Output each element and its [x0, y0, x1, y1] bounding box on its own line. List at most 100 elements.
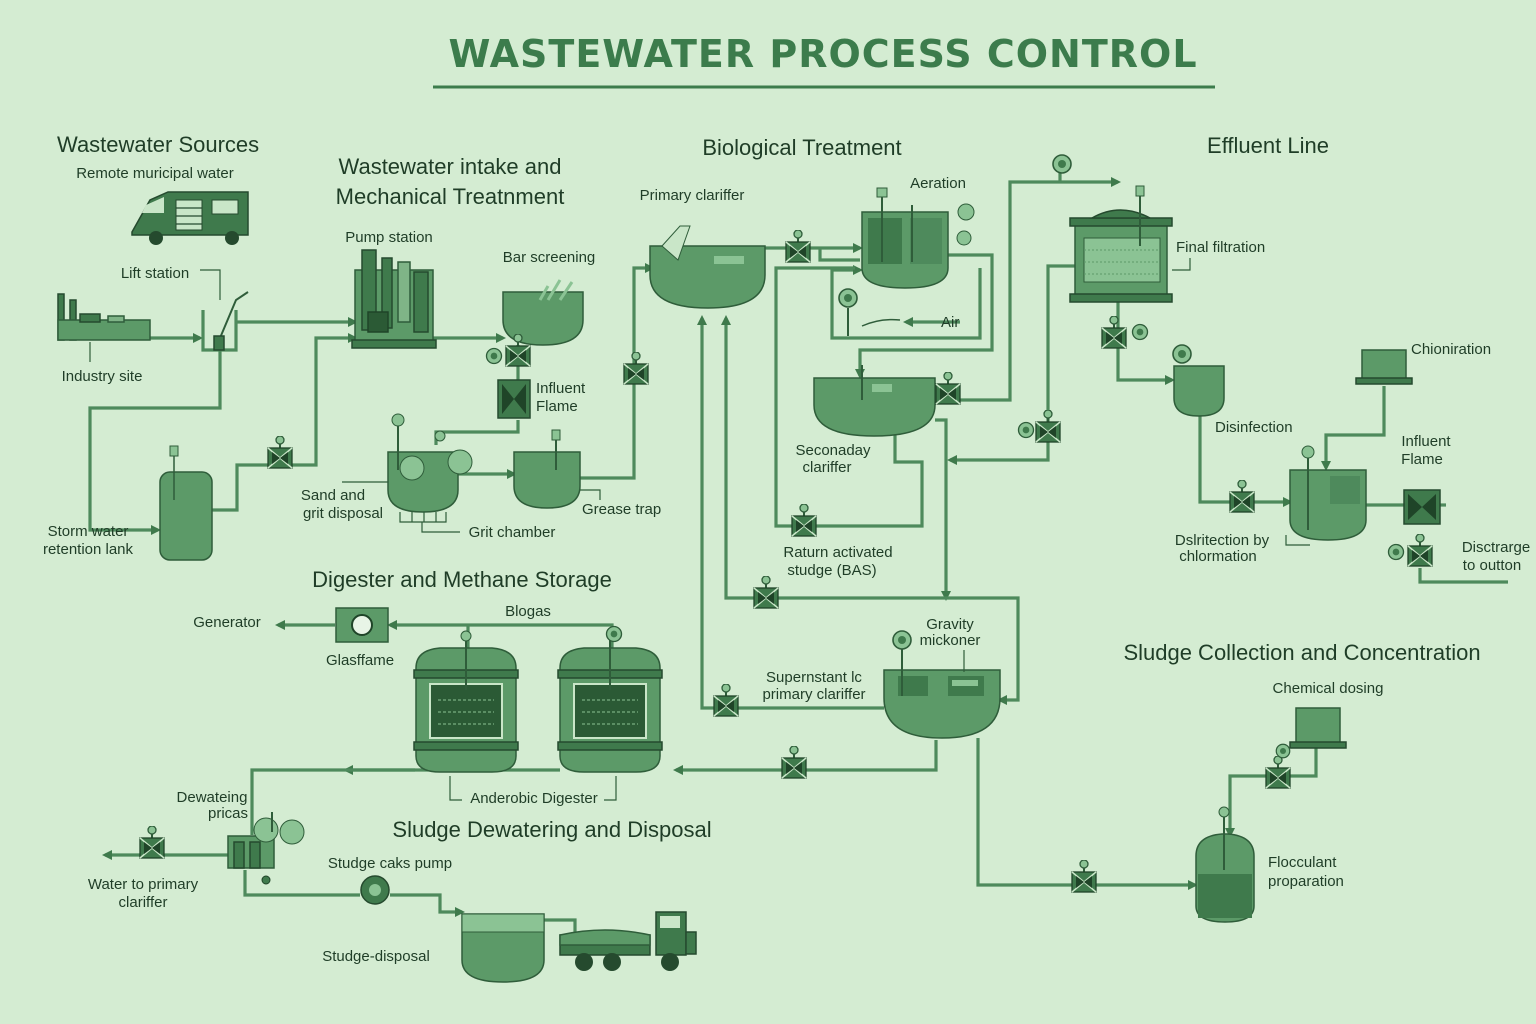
label-supernatant-line1: Supernstant lc	[766, 669, 862, 686]
label-secondary-line1: Seconaday	[795, 442, 871, 459]
label-influent-flame2-line2: Flame	[1401, 451, 1443, 468]
label-disinfection-chl-line1: Dslritection by	[1175, 532, 1270, 549]
valve-icon[interactable]	[785, 230, 811, 263]
label-biogas: Blogas	[505, 603, 551, 620]
primary-clarifier-tank	[649, 245, 766, 309]
valve-icon[interactable]	[935, 372, 961, 405]
label-discharge-line2: to outton	[1463, 557, 1521, 574]
label-secondary-line2: clariffer	[803, 459, 852, 476]
valve-icon[interactable]	[623, 352, 649, 385]
label-grit-chamber: Grit chamber	[469, 524, 556, 541]
label-industry-site: Industry site	[62, 368, 143, 385]
valve-icon[interactable]	[1071, 860, 1097, 893]
label-storm-line2: retention lank	[43, 541, 134, 558]
chlorination-contact-tank	[1289, 445, 1367, 541]
valve-icon[interactable]	[139, 826, 165, 859]
pressure-gauge-icon	[485, 347, 503, 365]
label-sand-line1: Sand and	[301, 487, 365, 504]
industry-site-icon	[57, 293, 151, 341]
label-disinfection-chl-line2: chlormation	[1179, 548, 1257, 565]
dewatering-press-unit	[227, 812, 305, 885]
label-aeration: Aeration	[910, 175, 966, 192]
section-intake-line2: Mechanical Treatnment	[336, 184, 565, 209]
valve-icon[interactable]	[1035, 410, 1061, 443]
label-sludge-disposal: Studge-disposal	[322, 948, 430, 965]
page-title: WASTEWATER PROCESS CONTROL	[448, 32, 1197, 76]
label-disinfection: Disinfection	[1215, 419, 1293, 436]
label-gravity-line1: Gravity	[926, 616, 974, 633]
chlorination-tank	[1361, 349, 1407, 383]
label-flocculant-line2: proparation	[1268, 873, 1344, 890]
grit-chamber-tank	[387, 413, 473, 523]
label-generator: Generator	[193, 614, 261, 631]
section-wastewater-sources: Wastewater Sources	[57, 132, 259, 157]
section-biological-treatment: Biological Treatment	[702, 135, 901, 160]
valve-icon[interactable]	[1407, 534, 1433, 567]
pressure-gauge-icon	[1172, 344, 1192, 364]
valve-icon[interactable]	[713, 684, 739, 717]
label-chemical-dosing: Chemical dosing	[1273, 680, 1384, 697]
disposal-truck-icon	[559, 911, 697, 971]
lift-station-icon	[201, 291, 249, 352]
section-digester: Digester and Methane Storage	[312, 567, 612, 592]
label-water-primary-line1: Water to primary	[88, 876, 199, 893]
anaerobic-digester-2	[557, 640, 663, 773]
pressure-gauge-icon	[1131, 323, 1149, 341]
label-influent-flame-line2: Flame	[536, 398, 578, 415]
valve-icon[interactable]	[753, 576, 779, 609]
label-flocculant-line1: Flocculant	[1268, 854, 1337, 871]
label-grease-trap: Grease trap	[582, 501, 661, 518]
pressure-gauge-icon	[1052, 154, 1072, 174]
storm-water-tank	[159, 471, 213, 561]
label-supernatant-line2: primary clariffer	[762, 686, 865, 703]
valve-icon[interactable]	[267, 436, 293, 469]
pressure-gauge-icon	[1017, 421, 1035, 439]
label-primary-clarifier: Primary clariffer	[640, 187, 745, 204]
label-water-primary-line2: clariffer	[119, 894, 168, 911]
label-influent-flame-line1: Influent	[536, 380, 586, 397]
flocculant-tank	[1195, 806, 1255, 923]
label-final-filtration: Final filtration	[1176, 239, 1265, 256]
label-gravity-line2: mickoner	[920, 632, 981, 649]
label-return-line1: Raturn activated	[783, 544, 892, 561]
final-filtration-unit	[1069, 185, 1173, 303]
valve-icon[interactable]	[1265, 756, 1291, 789]
label-remote-municipal: Remote muricipal water	[76, 165, 234, 182]
label-discharge-line1: Disctrarge	[1462, 539, 1530, 556]
label-glasflame: Glasffame	[326, 652, 394, 669]
label-lift-station: Lift station	[121, 265, 189, 282]
municipal-truck-icon	[131, 191, 249, 245]
section-intake-line1: Wastewater intake and	[339, 154, 562, 179]
label-dewatering-press-line1: Dewateing	[177, 789, 248, 806]
pressure-gauge-icon	[1387, 543, 1405, 561]
label-pump-station: Pump station	[345, 229, 433, 246]
label-air: Air	[941, 314, 959, 331]
gravity-thickener-tank	[883, 640, 1001, 739]
label-sand-line2: grit disposal	[303, 505, 383, 522]
section-dewatering: Sludge Dewatering and Disposal	[392, 817, 711, 842]
label-chlorination: Chioniration	[1411, 341, 1491, 358]
label-anaerobic-digester: Anderobic Digester	[470, 790, 598, 807]
disinfection-tank	[1173, 365, 1225, 417]
label-sludge-cake-pump: Studge caks pump	[328, 855, 452, 872]
label-influent-flame2-line1: Influent	[1401, 433, 1451, 450]
chemical-dosing-tank	[1295, 707, 1341, 747]
pressure-gauge-icon	[1275, 743, 1291, 759]
section-sludge-collection: Sludge Collection and Concentration	[1123, 640, 1480, 665]
aeration-tank	[861, 187, 975, 289]
pressure-gauge-icon	[605, 625, 623, 643]
valve-icon[interactable]	[791, 504, 817, 537]
section-effluent-line: Effluent Line	[1207, 133, 1329, 158]
label-storm-line1: Storm water	[48, 523, 129, 540]
bar-screening-tank	[502, 291, 584, 346]
pressure-gauge-icon	[838, 288, 858, 308]
valve-icon[interactable]	[781, 746, 807, 779]
secondary-clarifier-tank	[813, 377, 936, 437]
valve-icon[interactable]	[1101, 316, 1127, 349]
pressure-gauge-icon	[892, 630, 912, 650]
valve-icon[interactable]	[1229, 480, 1255, 513]
label-return-line2: studge (BAS)	[787, 562, 876, 579]
label-dewatering-press-line2: pricas	[208, 805, 248, 822]
pump-station-icon	[351, 249, 437, 349]
